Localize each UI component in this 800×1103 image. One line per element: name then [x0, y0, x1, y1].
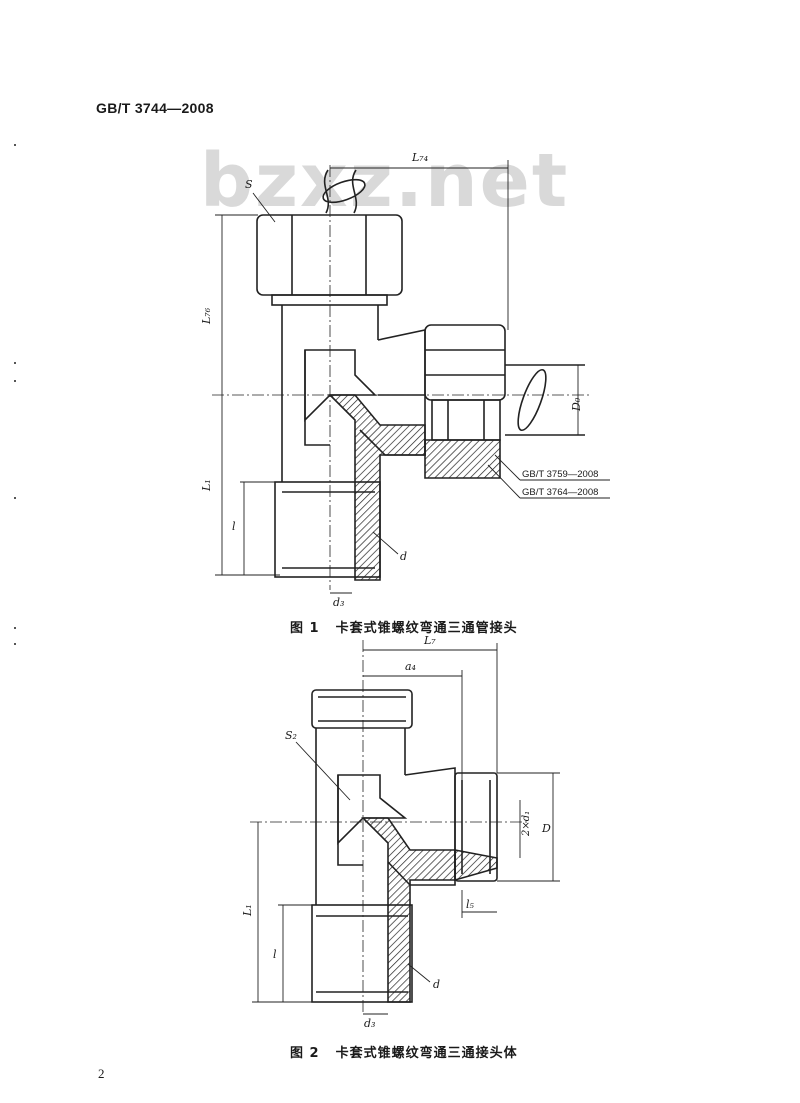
figure-1-number: 图 1 — [290, 621, 320, 636]
fig1-label-l-top: L₇₄ — [411, 151, 428, 164]
fig2-label-l-left: L₁ — [241, 904, 254, 917]
figure-2-labels: L₇ a₄ S₂ 2×d₁ D l₅ L₁ l d d₃ — [241, 634, 551, 1030]
fig2-label-D: D — [541, 822, 551, 835]
scan-speck — [14, 362, 16, 364]
watermark: bzxz.net — [200, 138, 570, 224]
fig2-label-l5: l₅ — [466, 898, 475, 911]
fig2-label-l-top: L₇ — [423, 634, 436, 647]
fig1-label-l-left-upper: L₇₆ — [200, 307, 213, 325]
scan-speck — [14, 144, 16, 146]
figure-1-title: 卡套式锥螺纹弯通三通管接头 — [335, 621, 518, 636]
fig2-label-d-bottom: d₃ — [364, 1017, 375, 1030]
figure-2-drawing — [250, 640, 560, 1015]
fig2-label-d-thread: d — [433, 978, 440, 991]
fig1-ref-gbt3764: GB/T 3764—2008 — [522, 487, 598, 498]
fig2-label-s: S₂ — [285, 729, 297, 742]
fig2-label-a: a₄ — [405, 660, 416, 673]
page-number: 2 — [98, 1066, 105, 1081]
fig1-label-d-thread: d — [400, 550, 407, 563]
fig1-ref-gbt3759: GB/T 3759—2008 — [522, 469, 598, 480]
fig1-label-l-left-lower: L₁ — [200, 479, 213, 492]
figure-1-labels: S L₇₄ L₇₆ L₁ l D₀ d d₃ GB/T 3759—2008 GB… — [200, 151, 598, 609]
fig1-label-d-pipe: D₀ — [570, 397, 583, 412]
fig2-label-d1: 2×d₁ — [521, 811, 532, 837]
figure-2-caption: 图 2 卡套式锥螺纹弯通三通接头体 — [290, 1042, 518, 1061]
scan-speck — [14, 497, 16, 499]
figure-2-title: 卡套式锥螺纹弯通三通接头体 — [335, 1046, 518, 1061]
figure-1-caption: 图 1 卡套式锥螺纹弯通三通管接头 — [290, 617, 518, 636]
scan-speck — [14, 380, 16, 382]
scan-speck — [14, 627, 16, 629]
fig2-label-l-thread: l — [273, 948, 277, 961]
scan-speck — [14, 643, 16, 645]
standard-header: GB/T 3744—2008 — [96, 100, 214, 116]
figure-2-number: 图 2 — [290, 1046, 320, 1061]
figure-1-drawing — [212, 160, 610, 594]
fig1-label-l-thread: l — [232, 520, 236, 533]
fig1-label-s: S — [245, 178, 253, 191]
fig1-label-d-bottom: d₃ — [333, 596, 344, 609]
